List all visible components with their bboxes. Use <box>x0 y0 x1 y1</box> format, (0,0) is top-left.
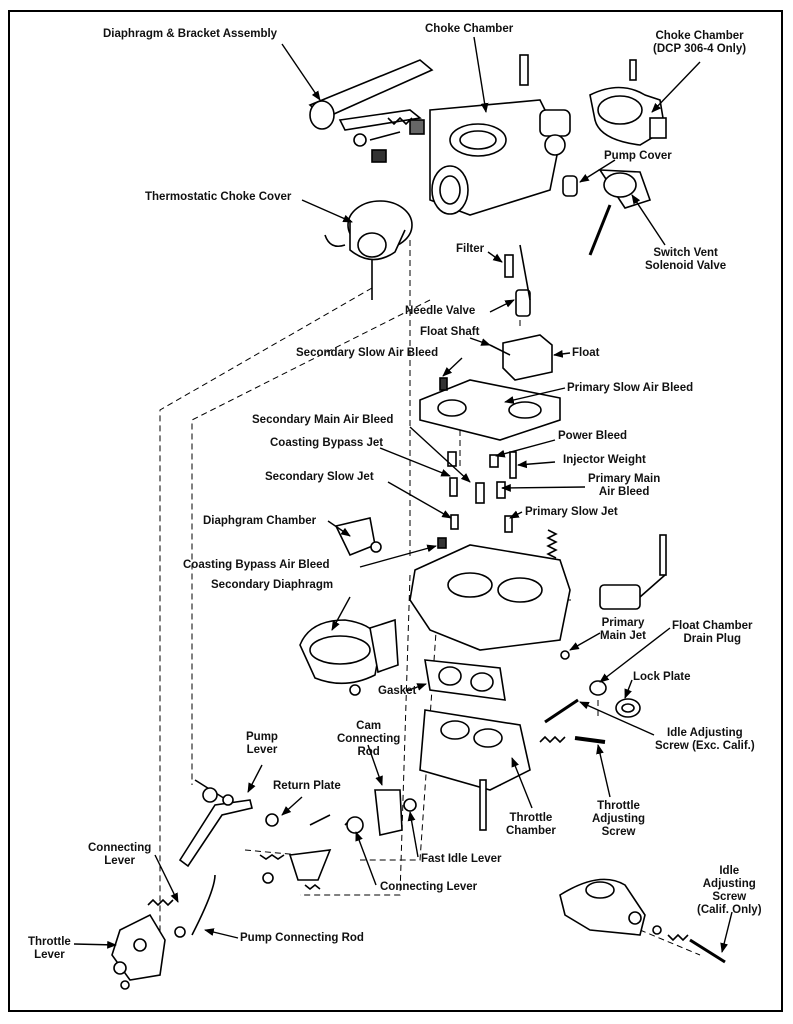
throttle-linkage <box>111 779 417 990</box>
label-throttle-lever: Throttle Lever <box>28 936 71 961</box>
label-primary-main-air-bleed: Primary Main Air Bleed <box>588 473 661 498</box>
calif-idle-screw-part <box>559 878 726 964</box>
label-primary-main-jet: Primary Main Jet <box>600 617 647 642</box>
choke-chamber-dcp-part <box>589 59 667 146</box>
label-return-plate: Return Plate <box>273 780 341 792</box>
label-needle-valve: Needle Valve <box>405 305 476 317</box>
jets-and-bleeds <box>437 377 517 549</box>
gasket-part <box>424 659 506 701</box>
label-gasket: Gasket <box>378 685 417 697</box>
label-secondary-diaphragm: Secondary Diaphragm <box>211 579 334 591</box>
label-coasting-bypass-jet: Coasting Bypass Jet <box>270 437 384 449</box>
label-diaphragm-chamber: Diaphgram Chamber <box>203 515 317 527</box>
label-lock-plate: Lock Plate <box>633 671 691 683</box>
switch-vent-solenoid-part <box>588 169 652 256</box>
label-secondary-slow-jet: Secondary Slow Jet <box>265 471 374 483</box>
label-idle-adjusting-screw-calif: Idle Adjusting Screw (Calif. Only) <box>697 865 762 916</box>
label-throttle-chamber: Throttle Chamber <box>506 812 556 837</box>
label-pump-lever: Pump Lever <box>246 731 278 756</box>
label-connecting-lever-bottom: Connecting Lever <box>380 881 478 893</box>
label-choke-chamber: Choke Chamber <box>425 23 514 35</box>
label-secondary-main-air-bleed: Secondary Main Air Bleed <box>252 414 394 426</box>
adjusting-screws <box>539 698 606 744</box>
diaphragm-bracket-assembly <box>308 59 434 163</box>
label-pump-cover: Pump Cover <box>604 150 672 162</box>
label-float-chamber-drain-plug: Float Chamber Drain Plug <box>672 620 753 645</box>
label-injector-weight: Injector Weight <box>563 454 646 466</box>
label-diaphragm-bracket-assembly: Diaphragm & Bracket Assembly <box>103 28 278 40</box>
label-switch-vent-solenoid-valve: Switch Vent Solenoid Valve <box>645 247 727 272</box>
label-filter: Filter <box>456 243 485 255</box>
label-primary-slow-jet: Primary Slow Jet <box>525 506 618 518</box>
float-gasket-plate <box>419 379 561 441</box>
label-thermostatic-choke-cover: Thermostatic Choke Cover <box>145 191 292 203</box>
label-throttle-adjusting-screw: Throttle Adjusting Screw <box>592 800 646 838</box>
diagram-border <box>8 10 783 1012</box>
label-pump-connecting-rod: Pump Connecting Rod <box>240 932 364 944</box>
label-secondary-slow-air-bleed: Secondary Slow Air Bleed <box>296 347 439 359</box>
label-float: Float <box>572 347 600 359</box>
leader-arrows <box>73 36 733 953</box>
pump-cover-part <box>562 175 578 197</box>
thermostatic-choke-cover-part <box>324 200 413 300</box>
float-part <box>489 334 553 381</box>
label-coasting-bypass-air-bleed: Coasting Bypass Air Bleed <box>183 559 330 571</box>
label-primary-slow-air-bleed: Primary Slow Air Bleed <box>567 382 694 394</box>
label-choke-chamber-dcp: Choke Chamber (DCP 306-4 Only) <box>653 30 747 55</box>
drain-plug-lock-plate <box>560 650 641 718</box>
label-float-shaft: Float Shaft <box>420 326 480 338</box>
choke-chamber-part <box>429 54 571 216</box>
throttle-chamber-part <box>419 709 531 831</box>
label-cam-connecting-rod: Cam Connecting Rod <box>337 720 401 758</box>
filter-needle-valve-part <box>504 244 531 317</box>
secondary-diaphragm-part <box>299 517 399 696</box>
label-idle-adjusting-screw-exc: Idle Adjusting Screw (Exc. Calif.) <box>655 727 755 752</box>
label-fast-idle-lever: Fast Idle Lever <box>421 853 502 865</box>
label-power-bleed: Power Bleed <box>558 430 628 442</box>
label-connecting-lever-left: Connecting Lever <box>88 842 152 867</box>
float-chamber-body <box>409 529 667 651</box>
